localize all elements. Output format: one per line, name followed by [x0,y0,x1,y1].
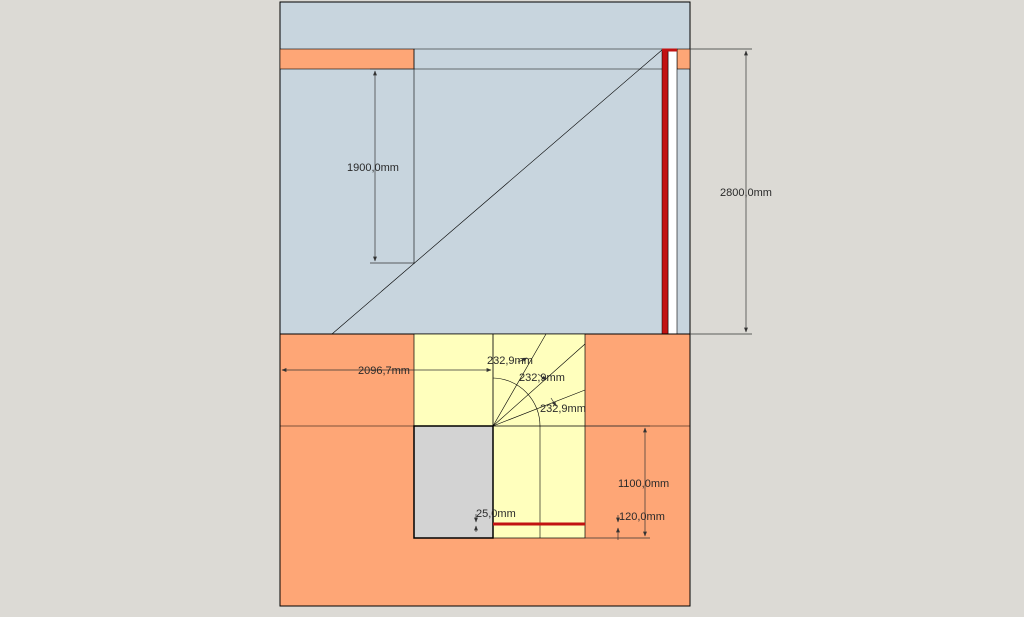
dim-tread-3: 232,9mm [540,403,586,415]
dim-height-partial: 1900,0mm [347,162,399,174]
dim-gap-1: 25,0mm [476,508,516,520]
dim-height-total: 2800,0mm [720,187,772,199]
dim-tread-2: 232,9mm [519,372,565,384]
stair-pitch-line [331,49,663,335]
dim-tread-1: 232,9mm [487,355,533,367]
post-white-strip [667,48,678,335]
red-post[interactable] [661,48,669,335]
dim-offset-width: 2096,7mm [358,365,410,377]
floor-slab-left[interactable] [279,48,415,70]
floor-slab-right[interactable] [676,48,691,70]
dimension-lines [281,48,752,540]
dim-gap-2: 120,0mm [619,511,665,523]
dim-landing-depth: 1100,0mm [618,478,669,490]
winder-treads [492,333,586,427]
floor-opening[interactable] [413,425,494,539]
